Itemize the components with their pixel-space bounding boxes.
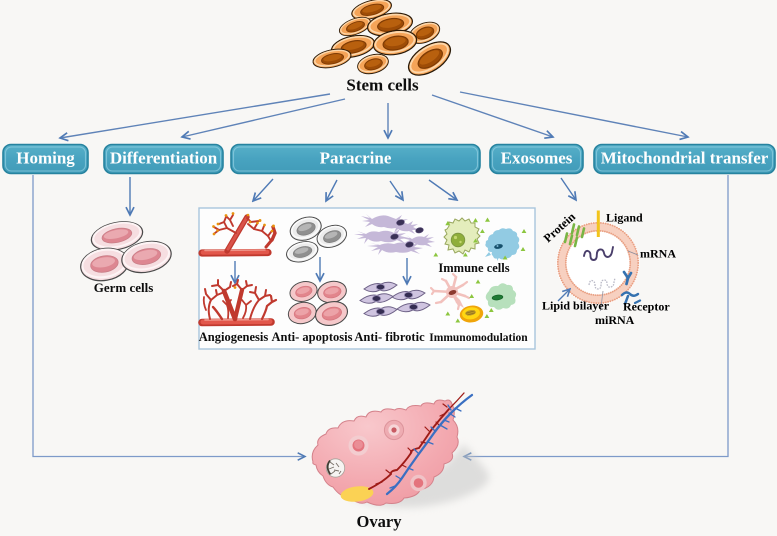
svg-text:Immune cells: Immune cells: [438, 261, 509, 275]
svg-text:Anti- fibrotic: Anti- fibrotic: [354, 330, 425, 344]
svg-text:Differentiation: Differentiation: [110, 149, 218, 168]
svg-text:Angiogenesis: Angiogenesis: [199, 330, 269, 344]
svg-text:Exosomes: Exosomes: [501, 149, 573, 168]
svg-text:Germ cells: Germ cells: [94, 280, 154, 295]
svg-text:Lipid bilayer: Lipid bilayer: [542, 299, 610, 313]
svg-text:Paracrine: Paracrine: [320, 149, 392, 168]
svg-text:Ovary: Ovary: [357, 512, 403, 531]
svg-text:Immunomodulation: Immunomodulation: [429, 332, 528, 344]
svg-text:Ligand: Ligand: [606, 211, 643, 225]
svg-text:mRNA: mRNA: [640, 247, 676, 261]
svg-text:miRNA: miRNA: [595, 313, 635, 327]
svg-text:Receptor: Receptor: [623, 300, 670, 314]
svg-text:Homing: Homing: [16, 149, 75, 168]
svg-text:Anti- apoptosis: Anti- apoptosis: [272, 330, 353, 344]
svg-text:Stem cells: Stem cells: [346, 76, 419, 95]
svg-text:Mitochondrial transfer: Mitochondrial transfer: [601, 149, 769, 168]
